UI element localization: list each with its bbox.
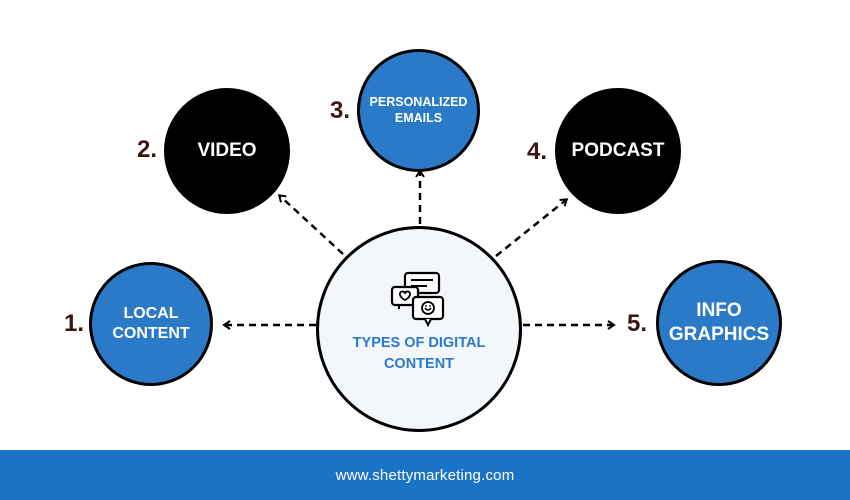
number-4: 4. [527,138,548,165]
number-2: 2. [137,136,158,163]
node-personalized-emails: PERSONALIZED EMAILS [357,49,480,172]
footer-bar: www.shettymarketing.com [0,450,850,500]
connector-arrows [222,169,616,330]
node-podcast: PODCAST [555,88,681,214]
chat-bubbles-icon [390,271,445,327]
node-personalized-emails-label: PERSONALIZED EMAILS [369,94,468,125]
footer-url[interactable]: www.shettymarketing.com [335,466,515,484]
node-podcast-label: PODCAST [571,140,665,162]
node-video: VIDEO [164,88,290,214]
arrow-to-podcast [495,198,569,257]
node-local-content: LOCAL CONTENT [89,262,213,386]
number-5: 5. [627,310,648,337]
node-video-label: VIDEO [197,140,257,162]
number-3: 3. [330,97,351,124]
center-node: TYPES OF DIGITAL CONTENT [316,226,522,432]
node-info-graphics: INFO GRAPHICS [656,260,782,386]
diagram: 1. LOCAL CONTENT 2. VIDEO 3. PERSONALIZE… [64,49,782,432]
center-title: TYPES OF DIGITAL CONTENT [352,335,486,373]
node-local-content-label: LOCAL CONTENT [112,305,190,342]
number-1: 1. [64,310,85,337]
arrow-to-video [277,194,344,255]
node-info-graphics-label: INFO GRAPHICS [668,300,770,345]
